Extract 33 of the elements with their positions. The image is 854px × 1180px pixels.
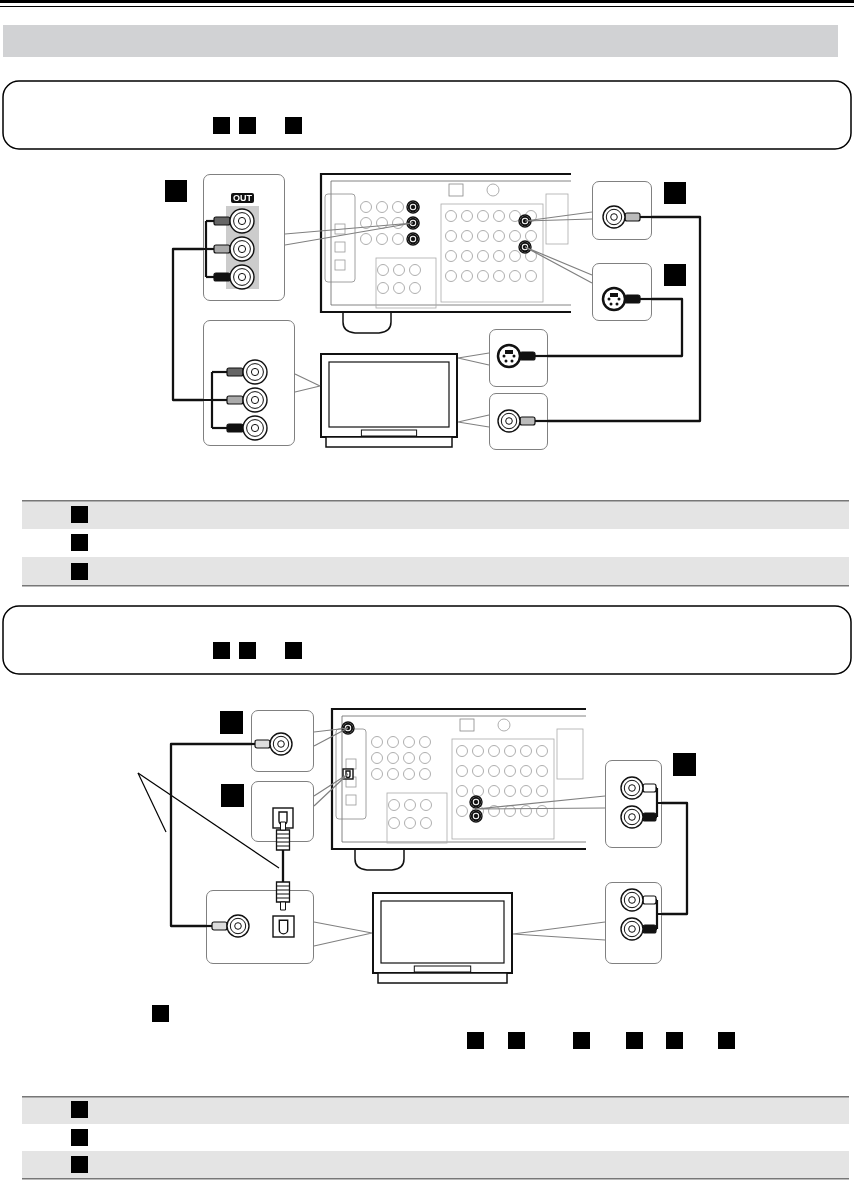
port-label: OUT (231, 193, 254, 203)
callout-pointer (457, 352, 490, 366)
av-receiver-rear-panel-drawing (332, 709, 586, 870)
callout-pointer (457, 414, 490, 428)
jack-callout-box (592, 181, 652, 240)
cable (548, 297, 684, 358)
jack-callout-box (592, 263, 652, 321)
jack-callout-box (203, 320, 295, 446)
jack-callout-box (203, 174, 285, 301)
callout-pointer (294, 373, 321, 393)
jack-callout-box (251, 781, 314, 842)
callout-pointer (313, 727, 349, 747)
av-receiver-rear-panel-drawing (321, 174, 571, 334)
callout-pointer (512, 921, 606, 941)
cable (169, 742, 251, 928)
callout-pointer (524, 211, 593, 222)
jack-callout-box (206, 890, 314, 964)
callout-pointer (524, 246, 593, 284)
callout-pointer (313, 773, 349, 807)
tv-drawing (320, 353, 458, 448)
jack-callout-box (489, 393, 548, 450)
jack-callout-box (605, 760, 662, 848)
jack-callout-box (489, 329, 548, 387)
cable (662, 801, 689, 916)
tv-drawing (372, 892, 513, 984)
optical-cable (275, 821, 291, 911)
cable (548, 215, 702, 423)
cable (171, 247, 203, 402)
callout-pointer (313, 921, 373, 947)
callout-pointer (475, 795, 606, 810)
callout-pointer (284, 222, 414, 246)
jack-callout-box (605, 882, 662, 964)
jack-callout-box (251, 710, 314, 772)
